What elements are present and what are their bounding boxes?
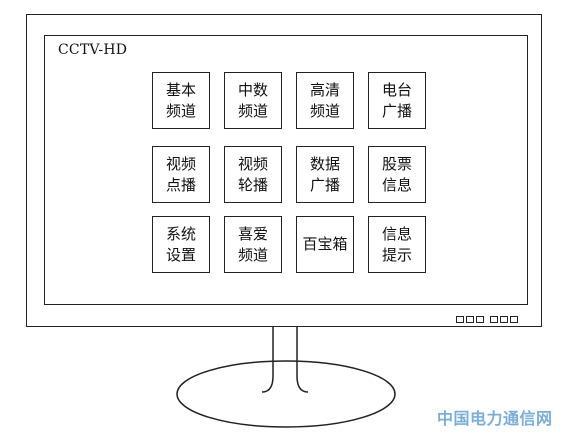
menu-tile[interactable]: 视频 轮播 — [224, 146, 282, 203]
menu-tile-label: 系统 设置 — [165, 224, 196, 264]
menu-tile-label: 电台 广播 — [381, 80, 412, 120]
menu-tile[interactable]: 信息 提示 — [368, 216, 426, 273]
stand-neck — [261, 327, 274, 393]
monitor-screen — [44, 35, 528, 305]
stand-neck — [296, 327, 309, 393]
menu-tile-label: 数据 广播 — [309, 154, 340, 194]
menu-tile[interactable]: 系统 设置 — [152, 216, 210, 273]
indicator-light — [510, 316, 518, 323]
watermark: 中国电力通信网 — [437, 409, 553, 428]
indicator-light — [500, 316, 508, 323]
stand-base — [176, 360, 396, 428]
menu-tile-label: 信息 提示 — [381, 224, 412, 264]
menu-tile[interactable]: 喜爱 频道 — [224, 216, 282, 273]
screen-title: CCTV-HD — [58, 42, 128, 58]
menu-tile[interactable]: 视频 点播 — [152, 146, 210, 203]
indicator-light — [490, 316, 498, 323]
menu-tile-label: 股票 信息 — [381, 154, 412, 194]
indicator-light — [466, 316, 474, 323]
menu-tile-label: 视频 点播 — [165, 154, 196, 194]
menu-tile[interactable]: 基本 频道 — [152, 72, 210, 129]
menu-tile-label: 喜爱 频道 — [237, 224, 268, 264]
menu-tile-label: 高清 频道 — [309, 80, 340, 120]
menu-tile[interactable]: 百宝箱 — [296, 216, 354, 273]
menu-tile[interactable]: 数据 广播 — [296, 146, 354, 203]
menu-tile-label: 百宝箱 — [302, 235, 348, 253]
indicator-light — [456, 316, 464, 323]
indicator-light — [476, 316, 484, 323]
menu-tile[interactable]: 中数 频道 — [224, 72, 282, 129]
menu-tile-label: 中数 频道 — [237, 80, 268, 120]
menu-tile-label: 视频 轮播 — [237, 154, 268, 194]
menu-tile[interactable]: 股票 信息 — [368, 146, 426, 203]
menu-tile[interactable]: 高清 频道 — [296, 72, 354, 129]
menu-tile-label: 基本 频道 — [165, 80, 196, 120]
menu-tile[interactable]: 电台 广播 — [368, 72, 426, 129]
